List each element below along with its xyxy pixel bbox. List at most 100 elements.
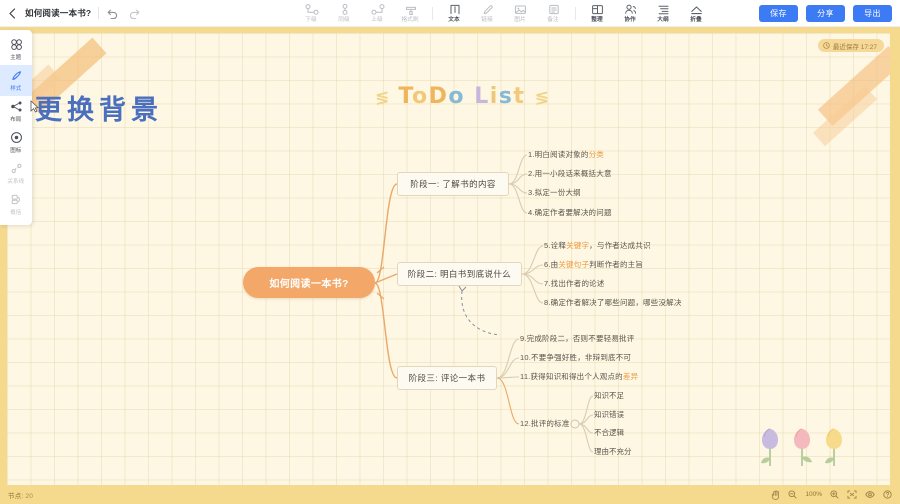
mindmap-connectors: [374, 154, 594, 453]
tool-label: 大纲: [657, 16, 670, 23]
sidebar-item-label: 图标: [10, 148, 22, 154]
leaf-node-criteria[interactable]: 12.批评的标准: [520, 419, 570, 428]
tool-label: 协作: [624, 16, 637, 23]
branch-node-stage-3[interactable]: 阶段三: 评论一本书: [397, 366, 497, 390]
tool-label: 折叠: [690, 16, 703, 23]
sidebar-item-theme[interactable]: 主题: [0, 34, 32, 65]
node-count-value: 20: [25, 492, 34, 500]
tool-arrange[interactable]: 整理: [581, 0, 614, 27]
collaborate-icon: [624, 4, 637, 15]
save-button[interactable]: 保存: [759, 5, 798, 22]
branch-node-stage-1[interactable]: 阶段一: 了解书的内容: [397, 172, 509, 196]
leaf-node[interactable]: 1.明白阅读对象的分类: [528, 150, 604, 159]
leaf-node[interactable]: 5.诠释关键字，与作者达成共识: [544, 241, 651, 250]
sub-node[interactable]: 理由不充分: [594, 447, 632, 456]
tool-label: 备注: [547, 16, 560, 23]
format-brush-icon: [404, 4, 418, 15]
leaf-node[interactable]: 11.获得知识和得出个人观点的差异: [520, 372, 639, 381]
sidebar-item-summary[interactable]: 概括: [0, 189, 32, 220]
add-sibling-node-icon: [338, 3, 352, 15]
text-icon: [449, 4, 461, 15]
zoom-in-icon[interactable]: [830, 490, 839, 499]
leaf-node[interactable]: 7.找出作者的论述: [544, 279, 605, 288]
sidebar-item-sticker[interactable]: 图标: [0, 127, 32, 158]
style-icon: [10, 69, 23, 82]
tool-note[interactable]: 备注: [537, 0, 570, 27]
last-saved-text: 最近保存 17:27: [832, 43, 877, 51]
redo-icon[interactable]: [127, 6, 141, 20]
divider: [575, 7, 576, 20]
tool-label: 图片: [514, 16, 527, 23]
sub-node[interactable]: 知识错误: [594, 410, 624, 419]
sticker-icon: [10, 131, 23, 144]
sub-node[interactable]: 不合逻辑: [594, 428, 624, 437]
tool-image[interactable]: 图片: [504, 0, 537, 27]
export-button[interactable]: 导出: [853, 5, 892, 22]
toolbar-center-group: 下级 同级 上级 格式刷 文本: [295, 0, 713, 27]
fit-screen-icon[interactable]: [847, 490, 857, 499]
tool-link[interactable]: 链接: [471, 0, 504, 27]
zoom-out-icon[interactable]: [788, 490, 797, 499]
zoom-controls: 100%: [771, 489, 892, 500]
sidebar-item-layout[interactable]: 布局: [0, 96, 32, 127]
node-count: 节点: 20: [0, 490, 33, 500]
status-bar: 节点: 20 100%: [0, 485, 900, 504]
tool-add-parent[interactable]: 上级: [361, 0, 394, 27]
leaf-node[interactable]: 3.拟定一份大纲: [528, 188, 581, 197]
sidebar-item-relation-line[interactable]: 关系线: [0, 158, 32, 189]
note-icon: [548, 4, 560, 15]
mindmap-canvas[interactable]: 最近保存 17:27 更换背景 ≶ ToDo List ≶: [7, 33, 890, 488]
title-right-decoration: ≶: [534, 88, 549, 108]
hand-tool-icon[interactable]: [771, 489, 780, 500]
canvas-area[interactable]: 最近保存 17:27 更换背景 ≶ ToDo List ≶: [0, 27, 900, 488]
toolbar-left-group: 如何阅读一本书?: [0, 6, 141, 20]
layout-icon: [10, 100, 23, 113]
clock-icon: [823, 42, 830, 49]
flower-decoration: [761, 428, 842, 466]
tool-collaborate[interactable]: 协作: [614, 0, 647, 27]
tool-label: 文本: [448, 16, 461, 23]
arrange-icon: [591, 4, 604, 15]
leaf-node[interactable]: 10.不要争强好胜，非辩到底不可: [520, 353, 632, 362]
leaf-node[interactable]: 8.确定作者解决了哪些问题，哪些没解决: [544, 298, 682, 307]
leaf-node[interactable]: 6.由关键句子判断作者的主旨: [544, 260, 644, 269]
theme-icon: [10, 38, 23, 51]
top-toolbar: 如何阅读一本书? 下级 同级 上级: [0, 0, 900, 27]
todo-list-title: ≶ ToDo List ≶: [375, 84, 549, 109]
tool-text[interactable]: 文本: [438, 0, 471, 27]
tool-label: 链接: [481, 16, 494, 23]
background-headline: 更换背景: [35, 95, 163, 126]
toolbar-right-group: 保存 分享 导出: [759, 0, 892, 27]
image-icon: [514, 4, 527, 15]
tool-label: 同级: [338, 16, 351, 23]
relation-line-icon: [10, 162, 23, 175]
tool-label: 格式刷: [401, 16, 420, 23]
tool-add-child[interactable]: 下级: [295, 0, 328, 27]
add-child-node-icon: [305, 3, 319, 15]
collapse-icon: [690, 4, 703, 15]
tool-label: 下级: [305, 16, 318, 23]
tool-format-brush[interactable]: 格式刷: [394, 0, 427, 27]
document-title[interactable]: 如何阅读一本书?: [25, 8, 92, 18]
tool-collapse[interactable]: 折叠: [680, 0, 713, 27]
tool-outline[interactable]: 大纲: [647, 0, 680, 27]
link-icon: [482, 4, 494, 15]
root-node[interactable]: 如何阅读一本书?: [243, 267, 375, 298]
back-icon[interactable]: [7, 7, 18, 19]
preview-eye-icon[interactable]: [865, 490, 875, 499]
share-button[interactable]: 分享: [806, 5, 845, 22]
undo-icon[interactable]: [106, 6, 120, 20]
leaf-node[interactable]: 2.用一小段话来概括大意: [528, 169, 612, 178]
divider: [432, 7, 433, 20]
branch-node-stage-2[interactable]: 阶段二: 明白书到底说什么: [397, 262, 522, 286]
leaf-node[interactable]: 4.确定作者要解决的问题: [528, 208, 612, 217]
sidebar-item-style[interactable]: 样式: [0, 65, 32, 96]
summary-icon: [10, 193, 23, 206]
tool-add-sibling[interactable]: 同级: [328, 0, 361, 27]
leaf-node[interactable]: 9.完成阶段二，否则不要轻易批评: [520, 334, 635, 343]
sub-node[interactable]: 知识不足: [594, 391, 624, 400]
help-icon[interactable]: [883, 490, 892, 499]
zoom-level[interactable]: 100%: [805, 491, 822, 498]
left-sidebar: 主题 样式 布局 图标 关系线 概括: [0, 30, 32, 225]
sidebar-item-label: 布局: [10, 117, 22, 123]
